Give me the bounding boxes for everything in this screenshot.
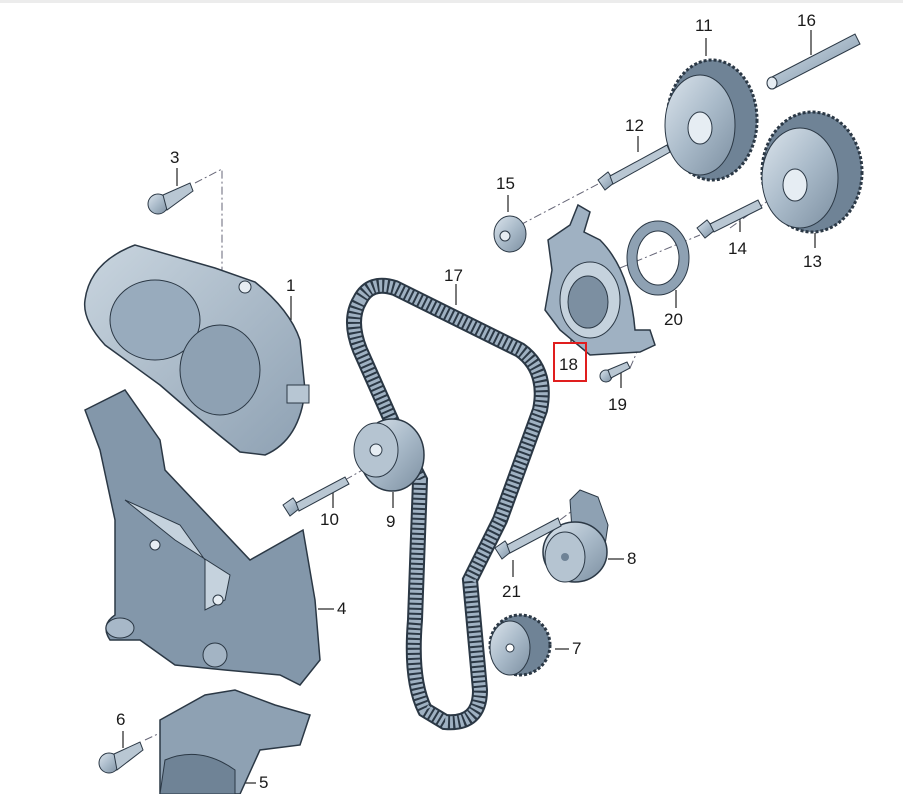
part-19-screw [599,361,631,383]
part-12-bolt [597,144,671,191]
part-11-cam-sprocket [664,58,759,182]
part-6-screw [98,741,144,774]
part-3-screw [147,182,194,215]
part-20-seal-ring [626,220,690,296]
label-part-8[interactable]: 8 [627,549,637,568]
label-part-10[interactable]: 10 [320,510,339,529]
part-17-timing-belt [346,277,550,731]
label-part-12[interactable]: 12 [625,116,644,135]
part-4-lower-cover [84,389,321,686]
label-part-19[interactable]: 19 [608,395,627,414]
label-part-7[interactable]: 7 [572,639,582,658]
part-14-bolt [696,199,763,239]
part-15-nut [493,215,527,253]
part-5-lower-guard [159,689,311,794]
label-part-6[interactable]: 6 [116,710,126,729]
part-8-idler-pulley [542,489,609,583]
top-border [0,0,903,3]
label-part-15[interactable]: 15 [496,174,515,193]
label-part-5[interactable]: 5 [259,773,269,792]
label-part-3[interactable]: 3 [170,148,180,167]
part-18-backplate [544,203,656,356]
label-part-21[interactable]: 21 [502,582,521,601]
part-21-bolt [494,517,562,560]
label-part-20[interactable]: 20 [664,310,683,329]
part-1-upper-cover [83,244,310,456]
label-part-17[interactable]: 17 [444,266,463,285]
part-16-pin [766,33,861,90]
label-part-13[interactable]: 13 [803,252,822,271]
part-7-crank-gear [488,613,552,677]
label-part-18[interactable]: 18 [559,355,578,374]
highlight-box-part-18 [553,342,587,382]
label-part-1[interactable]: 1 [286,276,296,295]
part-9-tensioner-pulley [353,418,425,492]
label-part-9[interactable]: 9 [386,512,396,531]
label-part-4[interactable]: 4 [337,599,347,618]
label-part-11[interactable]: 11 [695,16,713,35]
part-13-sprocket [760,110,864,234]
label-part-14[interactable]: 14 [728,239,747,258]
part-10-bolt [282,476,350,517]
label-part-16[interactable]: 16 [797,11,816,30]
